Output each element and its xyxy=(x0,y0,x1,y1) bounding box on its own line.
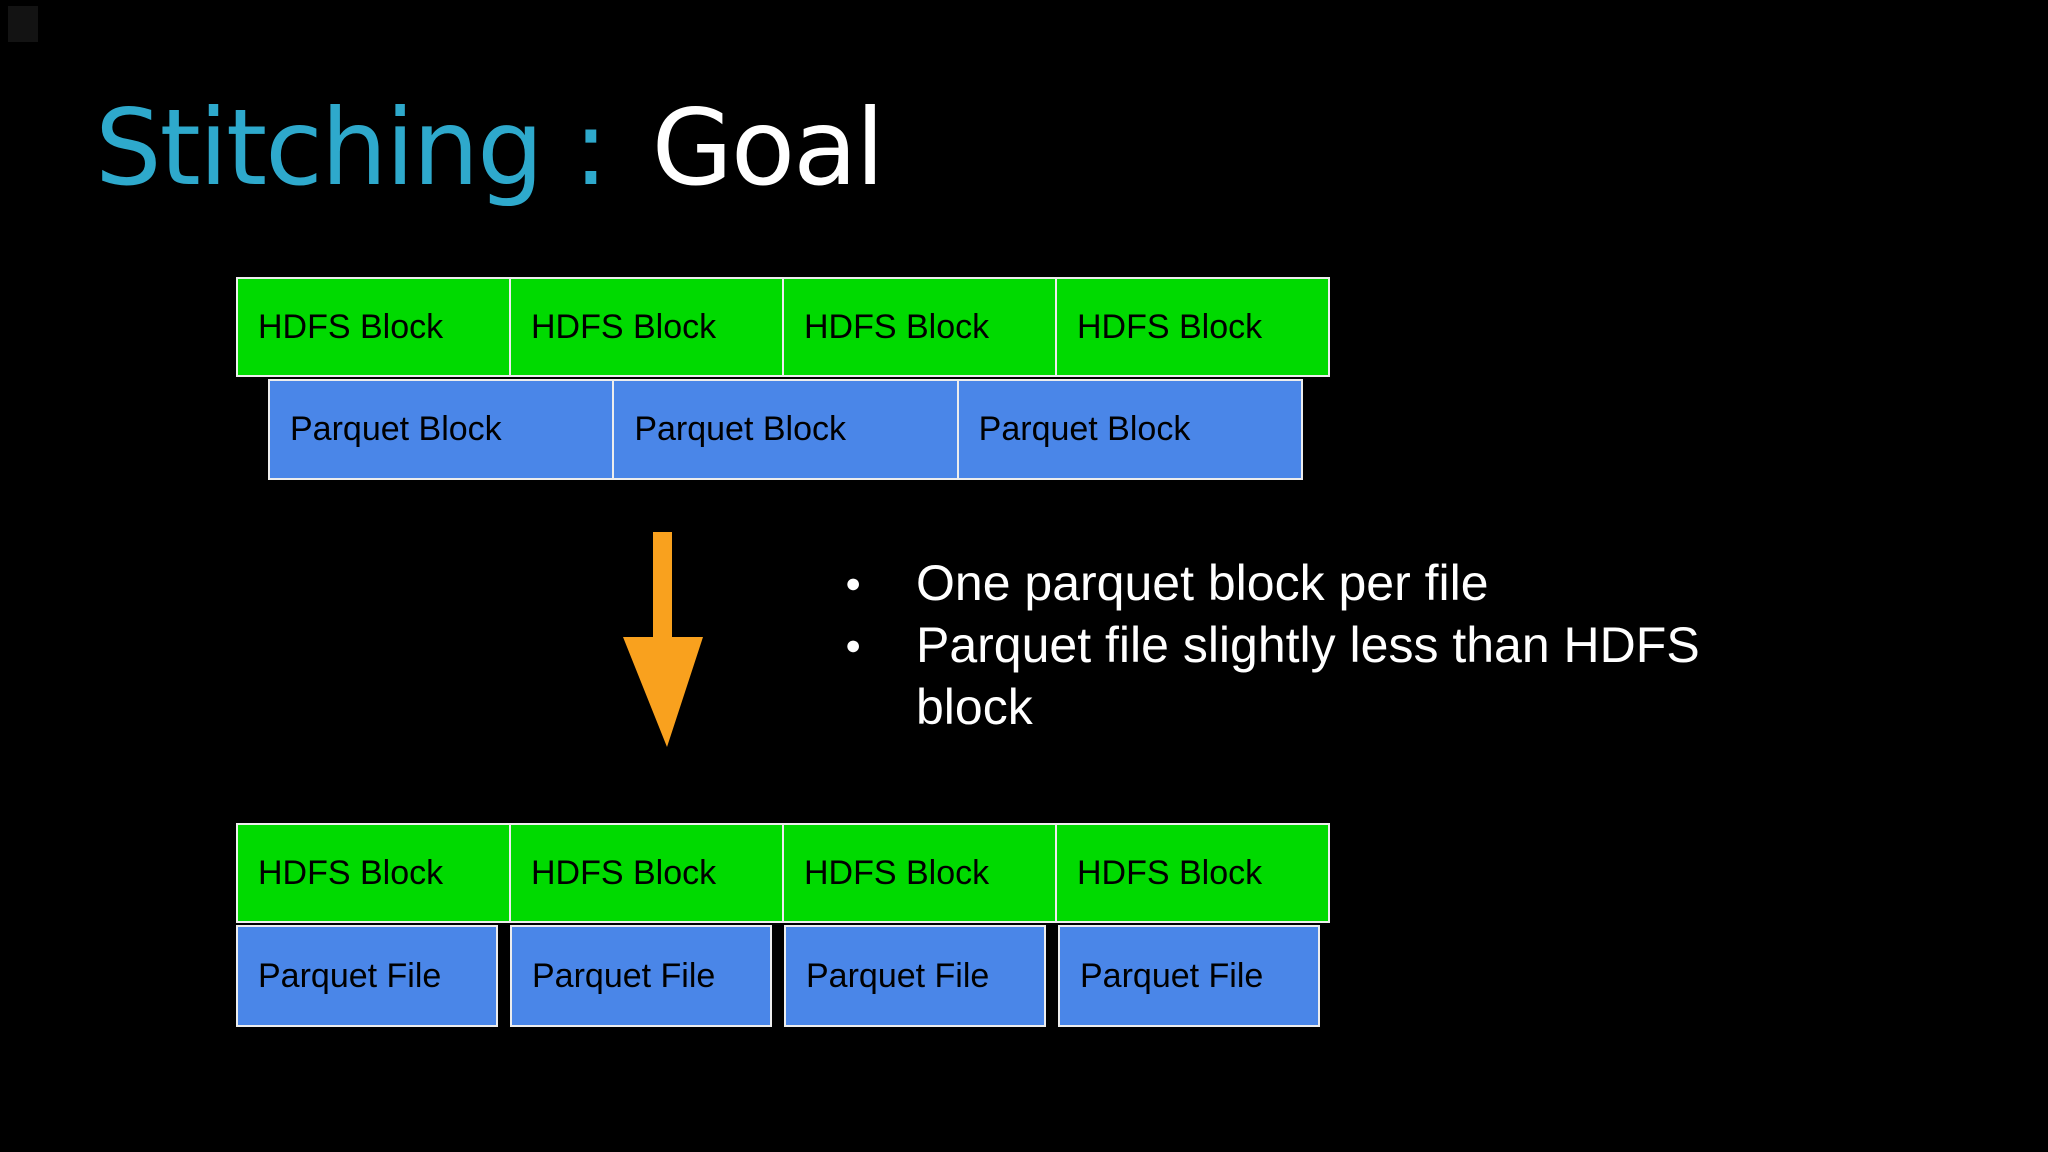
parquet-file: Parquet File xyxy=(236,925,498,1027)
bullet-text: One parquet block per file xyxy=(916,552,1745,614)
hdfs-block: HDFS Block xyxy=(1055,823,1330,923)
parquet-file: Parquet File xyxy=(1058,925,1320,1027)
title-rest: Goal xyxy=(651,87,885,209)
parquet-file: Parquet File xyxy=(510,925,772,1027)
bullet-list: ● One parquet block per file ● Parquet file… xyxy=(845,552,1745,738)
title-highlight: Stitching : xyxy=(95,87,609,209)
parquet-block: Parquet Block xyxy=(268,379,615,480)
parquet-block: Parquet Block xyxy=(612,379,959,480)
hdfs-block: HDFS Block xyxy=(236,823,511,923)
bullet-text: Parquet file slightly less than HDFS bloc… xyxy=(916,614,1745,738)
down-arrow-icon xyxy=(623,532,703,747)
slide-title: Stitching :Goal xyxy=(95,96,885,201)
parquet-file: Parquet File xyxy=(784,925,1046,1027)
bullet-dot-icon: ● xyxy=(845,568,862,598)
corner-artifact xyxy=(8,6,38,42)
hdfs-block: HDFS Block xyxy=(782,277,1057,377)
bullet-line: Parquet file slightly less than HDFS xyxy=(916,617,1700,673)
hdfs-block: HDFS Block xyxy=(509,277,784,377)
hdfs-block: HDFS Block xyxy=(782,823,1057,923)
parquet-block: Parquet Block xyxy=(956,379,1303,480)
hdfs-block: HDFS Block xyxy=(509,823,784,923)
hdfs-block: HDFS Block xyxy=(1055,277,1330,377)
hdfs-block: HDFS Block xyxy=(236,277,511,377)
bullet-line: One parquet block per file xyxy=(916,555,1489,611)
bullet-line: block xyxy=(916,679,1033,735)
bullet-item: ● Parquet file slightly less than HDFS blo… xyxy=(845,614,1745,738)
bullet-dot-icon: ● xyxy=(845,630,862,660)
bullet-item: ● One parquet block per file xyxy=(845,552,1745,614)
